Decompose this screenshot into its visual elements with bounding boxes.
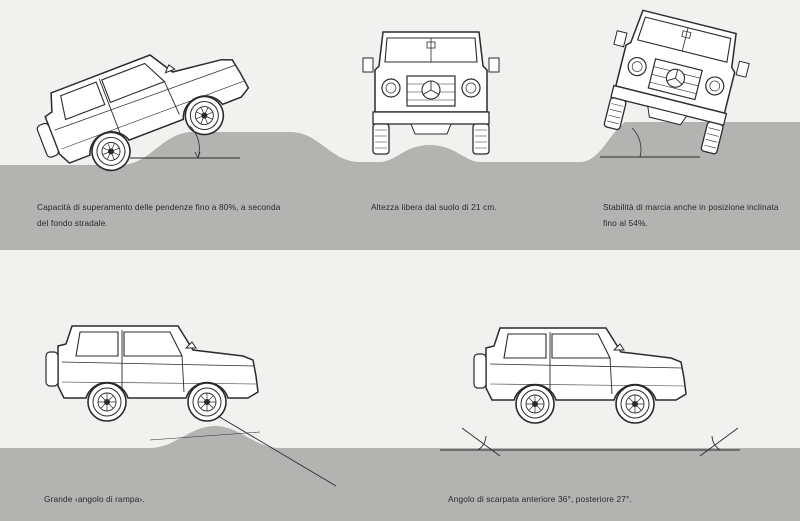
gradient-angle-marker [130,125,240,160]
approach-departure-lines [440,427,740,457]
caption-tilt-stability: Stabilità di marcia anche in posizione i… [603,202,779,228]
top-band [0,122,800,250]
caption-ground-clearance: Altezza libera dal suolo di 21 cm. [371,202,497,212]
ramp-angle-lines [149,415,337,487]
suv-side-ramp-icon [46,326,258,421]
caption-approach-departure: Angolo di scarpata anteriore 36°, poster… [448,494,632,504]
suv-side-angles-icon [474,328,686,423]
tilt-angle-marker [600,127,700,158]
caption-ramp-angle: Grande ‹angolo di rampa›. [44,494,145,504]
caption-gradient: Capacità di superamento delle pendenze f… [37,202,281,228]
suv-front-icon [362,31,500,155]
